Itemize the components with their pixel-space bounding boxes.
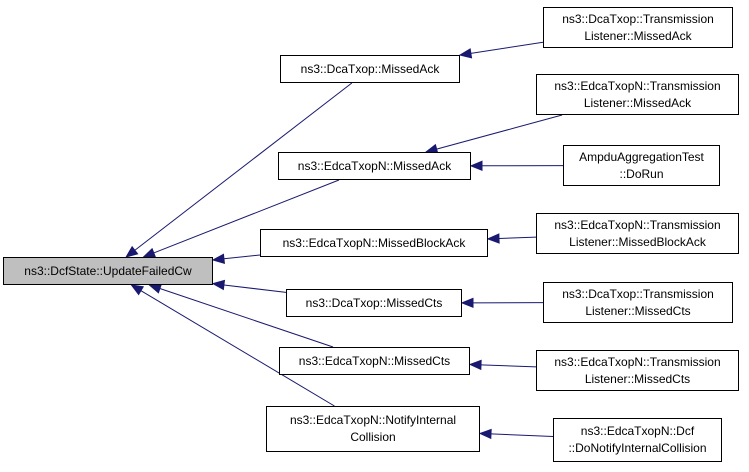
arrowhead-edcatxopn-missedack-to-root bbox=[142, 247, 157, 258]
edge-edcatxopn-tl-missedblockack-to-edcatxopn-missedblockack bbox=[498, 236, 537, 239]
edge-dcatxop-missedack-to-root bbox=[134, 82, 353, 251]
node-label-line: Listener::MissedCts bbox=[585, 303, 691, 318]
arrowhead-ampdu-dorun-to-edcatxopn-missedack bbox=[469, 160, 483, 172]
node-label-line: ns3::DcaTxop::Transmission bbox=[562, 11, 714, 26]
node-label-line: ns3::EdcaTxopN::Transmission bbox=[554, 78, 721, 93]
node-label-line: Listener::MissedAck bbox=[584, 28, 692, 43]
arrowhead-edcatxopn-tl-missedcts-to-edcatxopn-missedcts bbox=[468, 359, 482, 371]
node-label-line: ns3::EdcaTxopN::MissedCts bbox=[298, 353, 451, 368]
node-label-line: Listener::MissedCts bbox=[584, 371, 691, 386]
edge-edcatxopn-tl-missedcts-to-edcatxopn-missedcts bbox=[480, 364, 537, 368]
edge-edcatxopn-missedcts-to-root bbox=[159, 288, 334, 348]
node-label-line: ::DoNotifyInternalCollision bbox=[568, 441, 707, 455]
node-edcatxopn-missedblockack[interactable]: ns3::EdcaTxopN::MissedBlockAck bbox=[260, 229, 488, 257]
node-edcatxopn-transmissionlistener-missedack[interactable]: ns3::EdcaTxopN::Transmission Listener::M… bbox=[536, 74, 739, 115]
node-edcatxopn-transmissionlistener-missedcts[interactable]: ns3::EdcaTxopN::Transmission Listener::M… bbox=[536, 350, 739, 391]
node-label-line: Listener::MissedBlockAck bbox=[569, 234, 706, 249]
node-label-line: ns3::EdcaTxopN::NotifyInternal bbox=[289, 413, 457, 427]
node-label-line: Listener::MissedAck bbox=[583, 95, 692, 110]
node-label-line: ns3::DcaTxop::MissedCts bbox=[305, 295, 443, 310]
edge-edcatxopn-notifyinternalcollision-to-root bbox=[140, 290, 335, 407]
node-edcatxopn-notifyinternalcollision[interactable]: ns3::EdcaTxopN::NotifyInternal Collision bbox=[266, 406, 480, 452]
arrowhead-dcatxop-missedack-to-root bbox=[125, 245, 139, 258]
node-label-line: ::DoRun bbox=[619, 166, 664, 181]
edge-edcatxopn-missedack-to-root bbox=[153, 179, 340, 254]
node-edcatxopn-dcf-donotifyinternalcollision[interactable]: ns3::EdcaTxopN::Dcf ::DoNotifyInternalCo… bbox=[553, 418, 722, 462]
node-edcatxopn-missedcts[interactable]: ns3::EdcaTxopN::MissedCts bbox=[279, 347, 470, 375]
node-edcatxopn-transmissionlistener-missedblockack[interactable]: ns3::EdcaTxopN::Transmission Listener::M… bbox=[536, 213, 739, 254]
node-root-updatefailedcw: ns3::DcfState::UpdateFailedCw bbox=[3, 257, 213, 285]
node-label-line: ns3::DcfState::UpdateFailedCw bbox=[24, 263, 192, 278]
node-edcatxopn-missedack[interactable]: ns3::EdcaTxopN::MissedAck bbox=[278, 152, 471, 180]
node-dcatxop-missedack[interactable]: ns3::DcaTxop::MissedAck bbox=[280, 55, 460, 83]
node-label-line: ns3::EdcaTxopN::Dcf bbox=[580, 424, 695, 438]
edge-dcatxop-missedcts-to-root bbox=[223, 284, 287, 293]
node-dcatxop-missedcts[interactable]: ns3::DcaTxop::MissedCts bbox=[286, 289, 462, 317]
node-dcatxop-transmissionlistener-missedcts[interactable]: ns3::DcaTxop::Transmission Listener::Mis… bbox=[543, 282, 733, 323]
edge-edcatxopn-tl-missedack-to-edcatxopn-missedack bbox=[436, 114, 563, 150]
arrowhead-edcatxopn-tl-missedblockack-to-edcatxopn-missedblockack bbox=[486, 233, 500, 244]
node-label-line: AmpduAggregationTest bbox=[579, 149, 704, 164]
node-ampduaggregationtest-dorun[interactable]: AmpduAggregationTest ::DoRun bbox=[563, 145, 720, 186]
arrowhead-dcatxop-missedcts-to-root bbox=[211, 279, 226, 291]
edge-edcatxopn-missedblockack-to-root bbox=[223, 254, 261, 260]
node-label-line: ns3::EdcaTxopN::Transmission bbox=[554, 217, 721, 232]
arrowhead-edcatxopn-missedcts-to-root bbox=[148, 283, 163, 294]
arrowhead-dcatxop-tl-missedack-to-dcatxop-missedack bbox=[458, 48, 473, 59]
edge-edcatxopn-dcf-donotify-to-edcatxopn-notifyinternalcollision bbox=[490, 433, 554, 437]
edge-dcatxop-tl-missedack-to-dcatxop-missedack bbox=[470, 41, 544, 54]
arrowhead-edcatxopn-dcf-donotify-to-edcatxopn-notifyinternalcollision bbox=[478, 428, 492, 440]
node-label-line: ns3::DcaTxop::MissedAck bbox=[300, 61, 440, 76]
node-label-line: ns3::EdcaTxopN::MissedBlockAck bbox=[282, 235, 466, 250]
arrowhead-dcatxop-tl-missedcts-to-dcatxop-missedcts bbox=[460, 297, 474, 309]
arrowhead-edcatxopn-notifyinternalcollision-to-root bbox=[130, 284, 145, 296]
node-label-line: ns3::EdcaTxopN::Transmission bbox=[554, 354, 721, 369]
node-dcatxop-transmissionlistener-missedack[interactable]: ns3::DcaTxop::Transmission Listener::Mis… bbox=[543, 7, 733, 48]
node-label-line: Collision bbox=[350, 430, 396, 444]
node-label-line: ns3::DcaTxop::Transmission bbox=[562, 286, 714, 301]
node-label-line: ns3::EdcaTxopN::MissedAck bbox=[297, 158, 452, 173]
arrowhead-edcatxopn-missedblockack-to-root bbox=[211, 253, 225, 264]
